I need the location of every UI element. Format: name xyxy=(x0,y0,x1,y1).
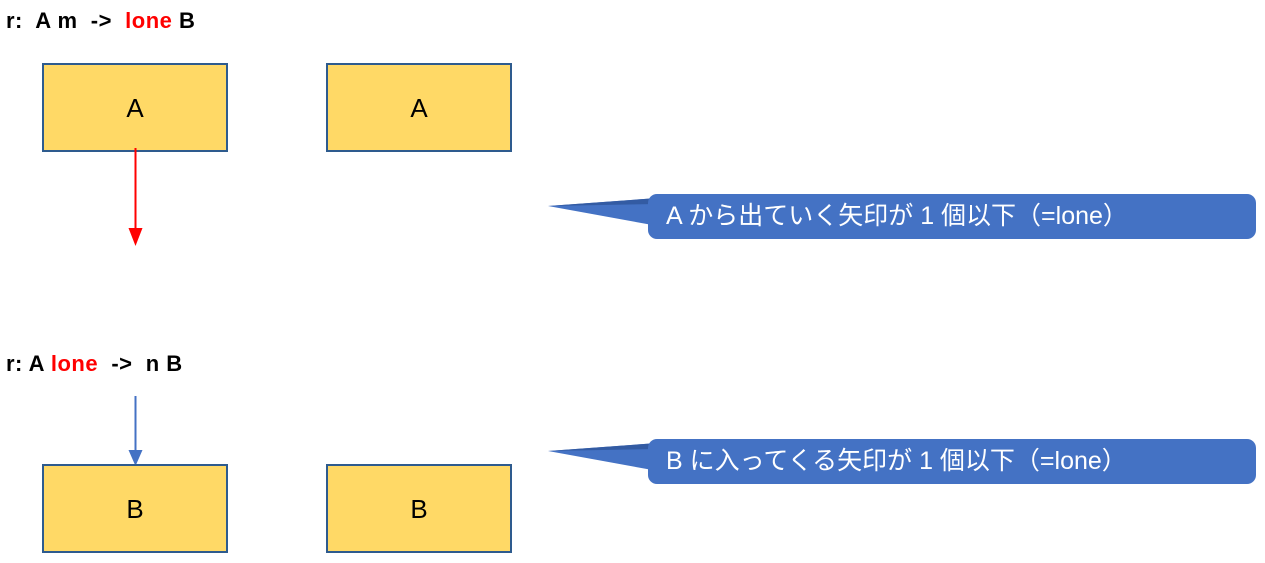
callout-text: B に入ってくる矢印が 1 個以下（=lone） xyxy=(666,447,1127,475)
formula-prefix: r: A m -> xyxy=(6,8,126,33)
entity-box-label: A xyxy=(410,92,428,123)
entity-box-label: B xyxy=(126,493,144,524)
callout-lone-outgoing: A から出ていく矢印が 1 個以下（=lone） xyxy=(546,192,1256,242)
callout-bubble: B に入ってくる矢印が 1 個以下（=lone） xyxy=(648,439,1256,484)
entity-box-label: B xyxy=(410,493,428,524)
incoming-arrow-icon xyxy=(128,396,143,466)
callout-bubble: A から出ていく矢印が 1 個以下（=lone） xyxy=(648,194,1256,239)
callout-tail-icon xyxy=(548,443,658,471)
formula-highlight-keyword: lone xyxy=(125,8,173,33)
formula-suffix: B xyxy=(172,8,196,33)
formula-label-lone-source: r: A lone -> n B xyxy=(6,353,183,375)
entity-box-a-right: A xyxy=(326,63,512,152)
callout-text: A から出ていく矢印が 1 個以下（=lone） xyxy=(666,202,1128,230)
formula-suffix: -> n B xyxy=(98,351,183,376)
formula-label-lone-target: r: A m -> lone B xyxy=(6,10,195,32)
entity-box-a-left: A xyxy=(42,63,228,152)
callout-tail-icon xyxy=(548,198,658,226)
callout-lone-incoming: B に入ってくる矢印が 1 個以下（=lone） xyxy=(546,437,1256,487)
entity-box-b-left: B xyxy=(42,464,228,553)
entity-box-label: A xyxy=(126,92,144,123)
formula-highlight-keyword: lone xyxy=(50,351,99,376)
outgoing-arrow-icon xyxy=(128,148,143,246)
formula-prefix: r: A xyxy=(6,351,51,376)
entity-box-b-right: B xyxy=(326,464,512,553)
